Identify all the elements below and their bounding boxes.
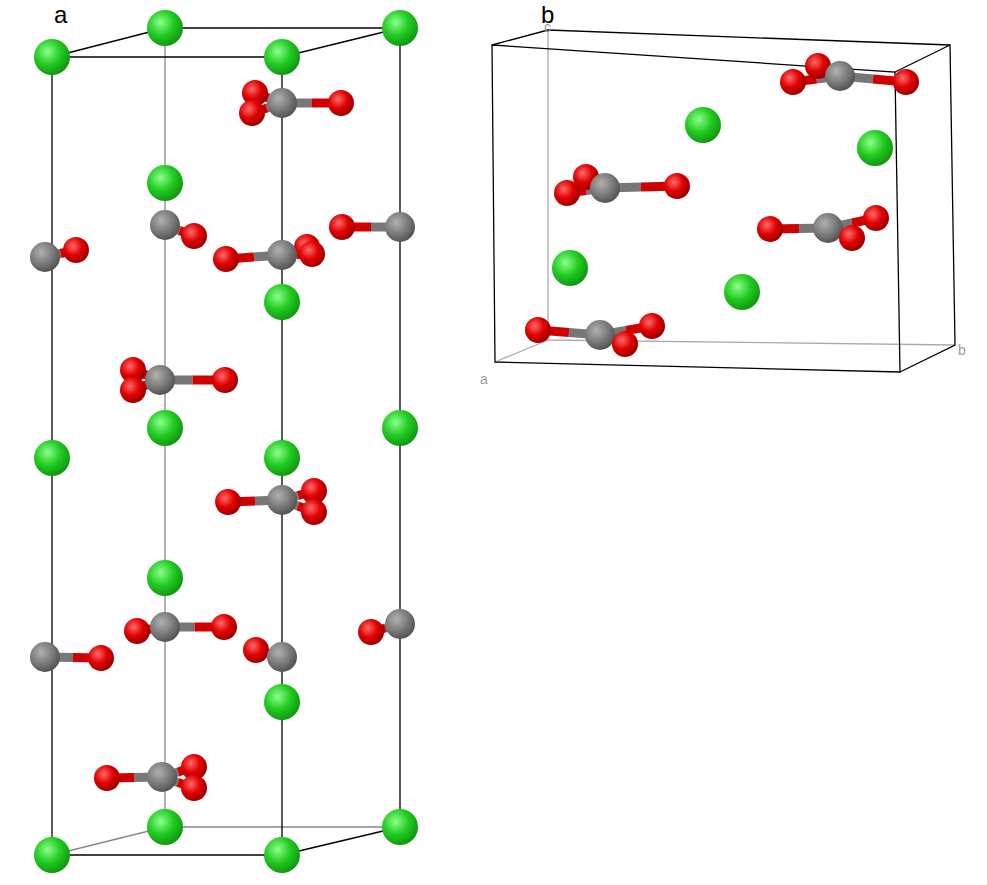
calcium-atom [264, 440, 300, 476]
oxygen-atom [88, 645, 114, 671]
oxygen-atom [780, 69, 806, 95]
carbon-atom [267, 642, 297, 672]
unit-cell [52, 28, 955, 855]
calcium-atom [34, 39, 70, 75]
oxygen-atom [329, 214, 355, 240]
oxygen-atom [243, 637, 269, 663]
oxygen-atom [554, 180, 580, 206]
oxygen-atom [212, 367, 238, 393]
oxygen-atom [181, 223, 207, 249]
axis-label: b [958, 343, 966, 357]
oxygen-atom [839, 225, 865, 251]
oxygen-atom [181, 775, 207, 801]
carbon-atom [385, 609, 415, 639]
calcium-atom [382, 809, 418, 845]
carbon-atom [30, 642, 60, 672]
calcium-atom [857, 130, 893, 166]
carbon-atom [145, 365, 175, 395]
calcium-atom [724, 274, 760, 310]
carbon-atom [267, 485, 297, 515]
oxygen-atom [213, 246, 239, 272]
oxygen-atom [299, 241, 325, 267]
oxygen-atom [239, 100, 265, 126]
axis-label: a [480, 372, 488, 386]
oxygen-atom [301, 499, 327, 525]
calcium-atom [685, 107, 721, 143]
calcium-atom [147, 809, 183, 845]
oxygen-atom [328, 90, 354, 116]
carbon-atom [30, 242, 60, 272]
calcium-atom [264, 39, 300, 75]
calcium-atom [147, 165, 183, 201]
oxygen-atom [211, 614, 237, 640]
carbon-atom [825, 61, 855, 91]
oxygen-atom [124, 618, 150, 644]
oxygen-atom [215, 489, 241, 515]
oxygen-atom [94, 765, 120, 791]
calcium-atom [382, 10, 418, 46]
carbon-atom [147, 762, 177, 792]
oxygen-atom [664, 173, 690, 199]
calcium-atom [552, 250, 588, 286]
oxygen-atom [63, 237, 89, 263]
calcium-atom [382, 410, 418, 446]
axis-label: c [544, 20, 551, 34]
calcium-atom [147, 560, 183, 596]
oxygen-atom [612, 331, 638, 357]
calcium-atom [34, 837, 70, 873]
carbon-atom [585, 320, 615, 350]
carbon-atom [813, 213, 843, 243]
oxygen-atom [639, 313, 665, 339]
calcium-atom [34, 440, 70, 476]
calcium-atom [264, 284, 300, 320]
carbon-atom [267, 88, 297, 118]
carbon-atom [590, 173, 620, 203]
oxygen-atom [757, 216, 783, 242]
oxygen-atom [525, 317, 551, 343]
atoms [30, 10, 919, 873]
calcium-atom [264, 684, 300, 720]
oxygen-atom [120, 377, 146, 403]
carbon-atom [150, 612, 180, 642]
carbon-atom [385, 212, 415, 242]
calcium-atom [147, 10, 183, 46]
calcium-atom [147, 410, 183, 446]
oxygen-atom [863, 205, 889, 231]
oxygen-atom [893, 69, 919, 95]
carbon-atom [267, 240, 297, 270]
carbon-atom [150, 210, 180, 240]
oxygen-atom [358, 619, 384, 645]
panel-label: a [54, 3, 67, 27]
calcium-atom [264, 837, 300, 873]
